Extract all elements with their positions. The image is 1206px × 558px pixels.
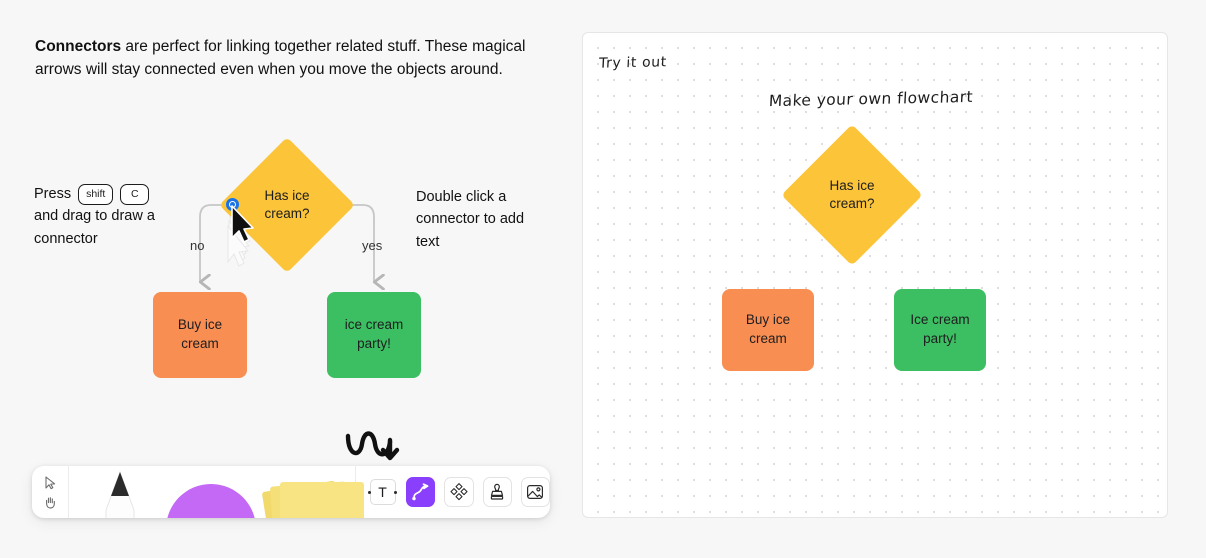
canvas-note-make-flowchart: Make your own flowchart [768, 87, 974, 111]
connector-lines [0, 204, 560, 420]
canvas-decision-diamond-shape [781, 124, 923, 266]
edge-label-no[interactable]: no [190, 238, 205, 253]
connector-tool-button[interactable] [406, 477, 436, 507]
image-icon [527, 484, 544, 500]
key-c: C [120, 183, 150, 205]
mouse-cursor-icon [227, 205, 254, 267]
canvas-decision-node[interactable]: Has ice cream? [781, 124, 923, 266]
connector-icon [412, 483, 429, 501]
node-ice-cream-party[interactable]: ice cream party! [327, 292, 421, 378]
press-shortcut-hint: Press shift C and drag to draw a connect… [34, 183, 209, 250]
stamp-icon [491, 483, 504, 500]
cursor-arrow-icon[interactable] [42, 475, 58, 491]
stamp-tool-button[interactable] [482, 477, 512, 507]
key-shift: shift [78, 183, 114, 205]
intro-paragraph: Connectors are perfect for linking toget… [35, 36, 535, 82]
text-tool-button[interactable]: T [368, 477, 398, 507]
toolbar-shape-group [68, 466, 364, 518]
hand-icon[interactable] [42, 494, 58, 510]
node-party-line1: ice cream [344, 317, 404, 333]
press-suffix: and drag to draw a connector [34, 208, 155, 247]
intro-bold-term: Connectors [35, 38, 122, 55]
canvas-note-try-it-out: Try it out [598, 54, 668, 72]
canvas-buy-line2: cream [749, 331, 787, 346]
circle-shape-icon[interactable] [166, 484, 256, 518]
node-buy-ice-cream[interactable]: Buy ice cream [153, 292, 247, 378]
sticky-note-icon[interactable] [280, 482, 364, 518]
canvas-party-line2: party! [923, 331, 957, 346]
diamond-grid-icon [450, 483, 468, 501]
image-tool-button[interactable] [520, 477, 550, 507]
canvas-party-line1: Ice cream [910, 312, 970, 328]
press-label: Press [34, 186, 72, 202]
practice-canvas[interactable]: Try it out Make your own flowchart Has i… [582, 32, 1168, 518]
text-handle-right-icon [394, 490, 398, 494]
canvas-node-ice-cream-party[interactable]: Ice cream party! [894, 289, 986, 371]
pencil-icon[interactable] [98, 470, 142, 518]
toolbar-pointer-group [32, 466, 69, 518]
edge-label-yes[interactable]: yes [362, 238, 383, 253]
editor-toolbar[interactable]: T [32, 466, 550, 518]
double-click-hint: Double click a connector to add text [416, 189, 525, 250]
text-handle-left-icon [368, 490, 371, 494]
node-buy-line2: cream [181, 336, 219, 351]
node-buy-line1: Buy ice [177, 317, 223, 333]
node-party-line2: party! [357, 336, 391, 351]
canvas-node-buy-ice-cream[interactable]: Buy ice cream [722, 289, 814, 371]
shapes-tool-button[interactable] [444, 477, 474, 507]
left-flowchart: Has ice cream? no yes Buy ice cream ice … [0, 0, 560, 420]
text-t-icon: T [369, 479, 396, 505]
squiggle-arrow-icon [345, 431, 400, 461]
canvas-buy-line1: Buy ice [745, 312, 791, 328]
toolbar-tool-group: T [356, 466, 550, 518]
intro-rest: are perfect for linking together related… [35, 38, 526, 78]
